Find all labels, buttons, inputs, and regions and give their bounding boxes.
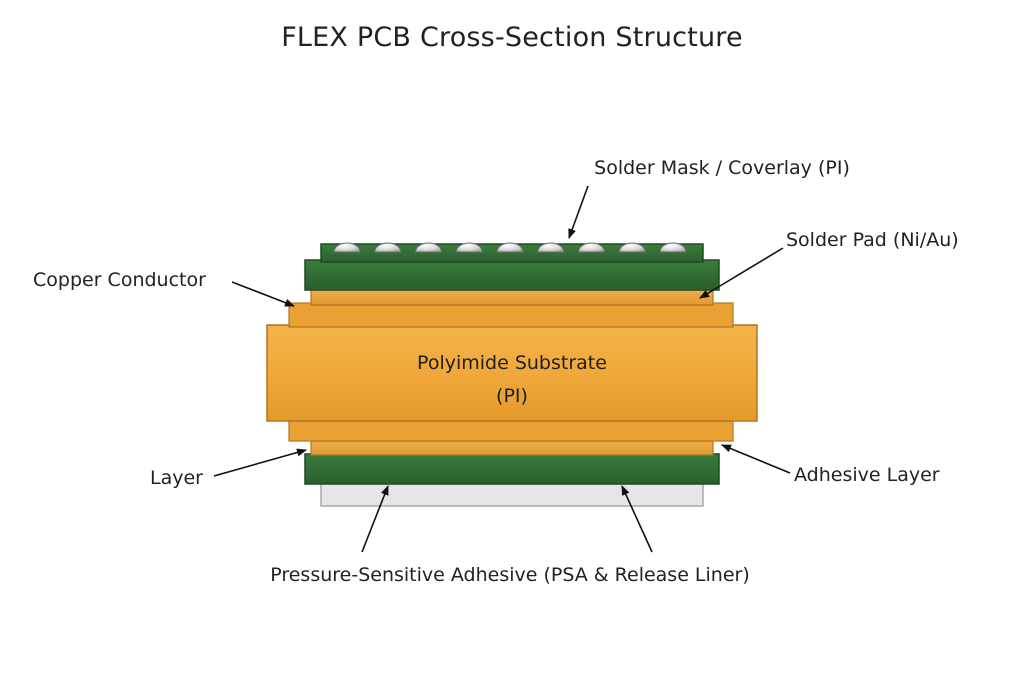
substrate-label-line1: Polyimide Substrate — [417, 352, 607, 374]
solder-pad-bump — [455, 242, 483, 253]
psa-arrow-right — [621, 485, 653, 553]
solder-mask-label: Solder Mask / Coverlay (PI) — [594, 157, 850, 179]
copper-conductor-label: Copper Conductor — [33, 269, 206, 291]
solder-pads-group — [333, 242, 687, 253]
adhesive-layer-label: Adhesive Layer — [794, 464, 940, 486]
solder-mask-arrow — [568, 185, 589, 239]
solder-pad-arrow — [699, 247, 784, 299]
bottom-coverlay-layer — [304, 453, 720, 485]
psa-arrow-left — [361, 485, 389, 553]
solder-pad-bump — [414, 242, 443, 253]
layer-label: Layer — [150, 467, 203, 489]
solder-pad-bump — [537, 242, 565, 253]
bottom-adhesive-layer — [288, 418, 734, 442]
copper-conductor-arrow — [231, 281, 295, 307]
top-coverlay-layer — [304, 259, 720, 291]
solder-pad-bump — [659, 242, 687, 253]
adhesive-layer-arrow — [721, 444, 791, 474]
solder-pad-bump — [333, 242, 361, 253]
psa-label: Pressure-Sensitive Adhesive (PSA & Relea… — [270, 564, 750, 586]
solder-pad-label: Solder Pad (Ni/Au) — [786, 229, 959, 251]
layer-arrow — [213, 448, 307, 477]
substrate-label-line2: (PI) — [496, 385, 528, 407]
polyimide-substrate — [266, 324, 758, 422]
diagram-title: FLEX PCB Cross-Section Structure — [281, 22, 743, 53]
release-liner-layer — [320, 481, 704, 507]
solder-pad-bump — [496, 242, 524, 253]
solder-pad-bump — [577, 242, 606, 253]
solder-pad-bump — [618, 242, 646, 253]
top-adhesive-layer — [288, 302, 734, 328]
solder-pad-bump — [374, 242, 402, 253]
